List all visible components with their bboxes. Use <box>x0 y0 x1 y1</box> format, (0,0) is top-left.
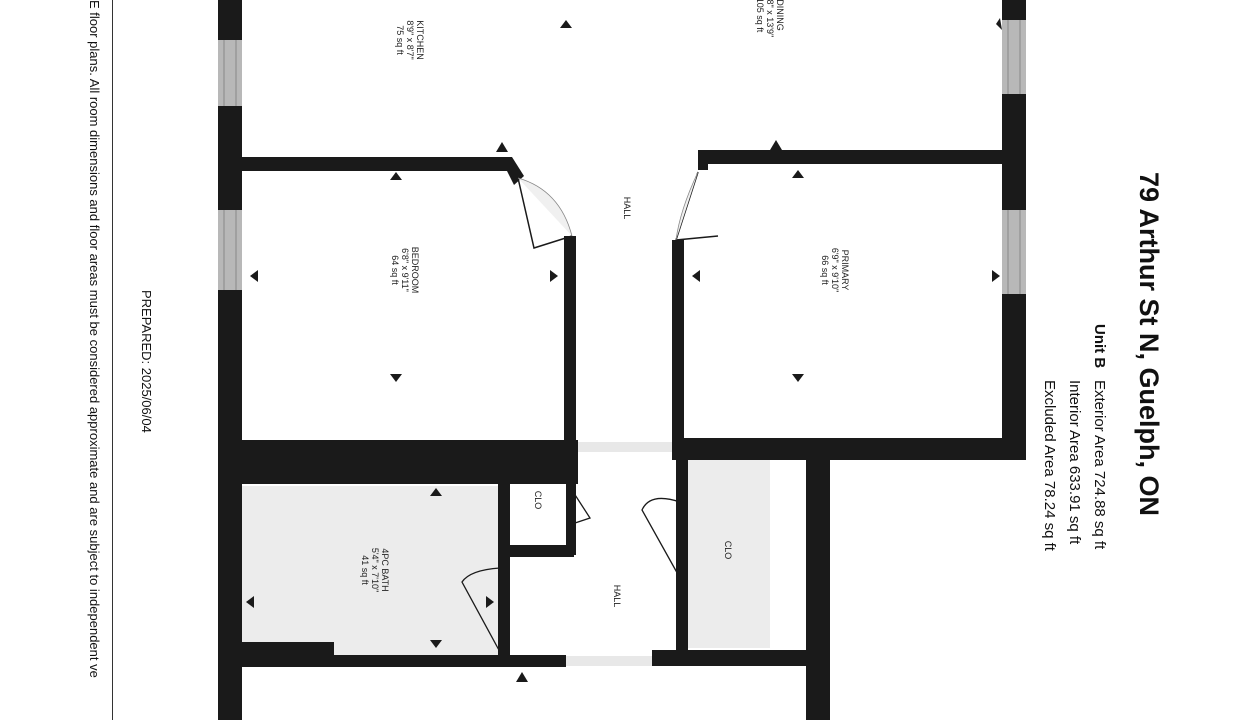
dimension-arrows <box>246 18 1002 682</box>
room-label-closet-small: CLO <box>533 490 543 510</box>
window-kitchen <box>218 40 242 106</box>
window-dining <box>1002 20 1026 94</box>
wall-bedroom-bottom <box>242 440 578 484</box>
door-closet-large <box>641 497 681 579</box>
exterior-area: Exterior Area 724.88 sq ft <box>1091 380 1108 550</box>
wall-kitchen-bedroom <box>242 157 512 171</box>
wall-hall-bottom <box>652 650 806 666</box>
window-bedroom <box>218 210 242 290</box>
unit-label: Unit B <box>1091 324 1108 369</box>
prepared-date: PREPARED: 2025/06/04 <box>139 290 154 433</box>
closet-right-floor <box>770 455 806 648</box>
room-label-closet-large: CLO <box>723 540 733 560</box>
wall-primary-hall <box>672 240 684 456</box>
disclaimer-text: E floor plans. All room dimensions and f… <box>87 0 102 678</box>
bath-floor <box>242 486 500 658</box>
door-bedroom <box>517 177 573 249</box>
closet-large-floor <box>688 455 770 648</box>
wall-dining-primary <box>698 150 1002 164</box>
address-title: 79 Arthur St N, Guelph, ON <box>1134 172 1164 517</box>
excluded-area: Excluded Area 78.24 sq ft <box>1041 380 1058 551</box>
room-label-hall-upper: HALL <box>622 196 632 220</box>
wall-bedroom-hall <box>564 236 576 456</box>
window-primary <box>1002 210 1026 294</box>
wall-closet-large-left <box>676 455 688 665</box>
room-label-hall-lower: HALL <box>612 584 622 608</box>
door-bath <box>461 567 501 653</box>
wall-left-outer <box>218 0 242 720</box>
interior-area: Interior Area 633.91 sq ft <box>1066 380 1083 545</box>
door-primary <box>674 171 719 241</box>
page-edge <box>112 0 113 720</box>
door-closet-small <box>567 483 592 525</box>
wall-closet-right <box>806 460 830 720</box>
wall-closet-small-bottom <box>498 545 574 557</box>
wall-primary-bottom <box>672 438 1026 460</box>
